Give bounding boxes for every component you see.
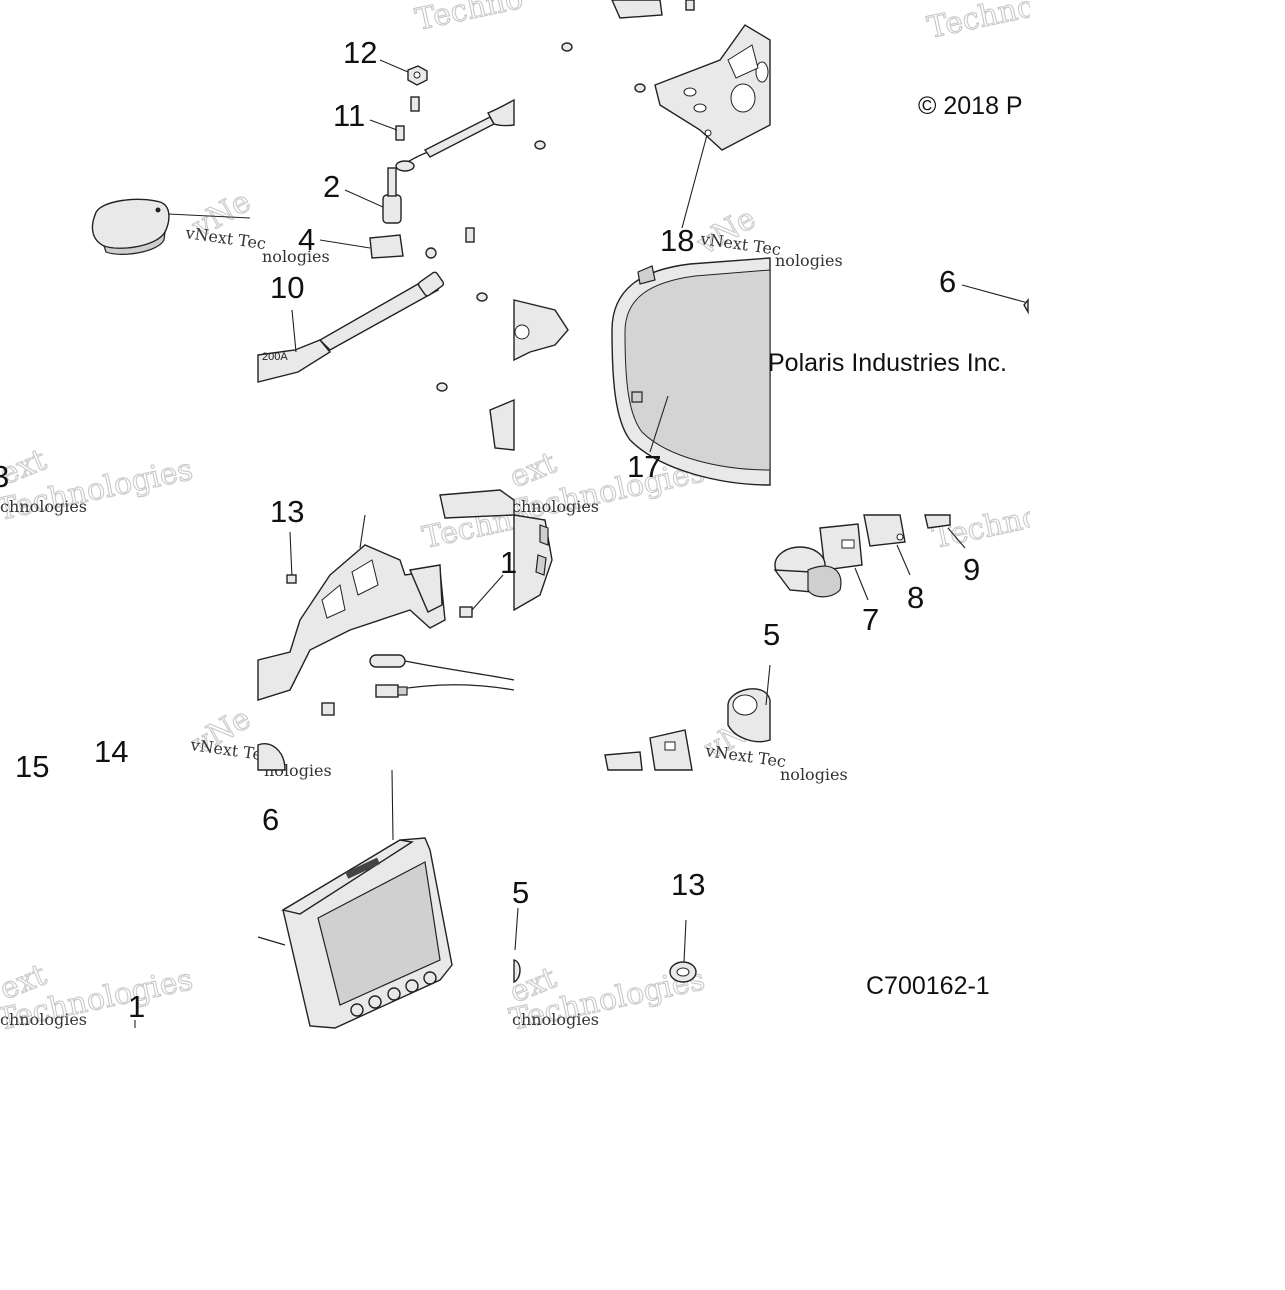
battery-cable: [395, 98, 515, 172]
callout-number: 7: [862, 602, 879, 637]
part-stub: [1023, 298, 1029, 315]
callout-number: 18: [660, 223, 694, 258]
callout-number: 2: [323, 169, 340, 204]
callout-number: 6: [939, 264, 956, 299]
key-switch: [773, 546, 842, 598]
display-buttons: [350, 971, 437, 1017]
callout-number: 5: [512, 875, 529, 910]
copyright-line-2: Polaris Industries Inc.: [768, 349, 1007, 377]
switch-pair: [604, 729, 693, 771]
callout-number: 1: [500, 545, 517, 580]
watermark-caption: chnologies: [0, 497, 87, 516]
rocker-switches: [819, 514, 966, 601]
power-outlet: [727, 664, 771, 743]
watermark-caption: nologies: [262, 247, 330, 266]
copyright-line-1: © 2018 P: [918, 92, 1023, 120]
callout-number: 6: [262, 802, 279, 837]
watermark-caption: vNext Tec: [183, 223, 267, 253]
display-unit: [257, 769, 453, 1029]
callout-labels: 12 11 2 4 10 18 6 17 3 13 1 5 7 8 9 15 1…: [0, 35, 980, 1024]
cover-part: [91, 198, 251, 255]
callout-number: 3: [0, 459, 9, 494]
watermark-caption: nologies: [775, 251, 843, 270]
callout-number: 17: [627, 449, 661, 484]
figure-code: C700162-1: [866, 972, 990, 1000]
bushing-13: [669, 919, 697, 983]
callout-number: 8: [907, 580, 924, 615]
callout-number: 4: [298, 222, 315, 257]
callout-number: 5: [763, 617, 780, 652]
callout-number: 11: [333, 98, 365, 133]
small-parts: [134, 743, 521, 1028]
callout-number: 1: [128, 989, 145, 1024]
watermark-text: Techno: [929, 499, 1043, 556]
cluster-side: [513, 514, 553, 612]
watermark-caption: chnologies: [0, 1010, 87, 1029]
callout-number: 13: [671, 867, 705, 902]
leader-line: [961, 284, 1029, 304]
leader-line: [167, 213, 251, 219]
watermark-caption: nologies: [780, 765, 848, 784]
cable-label: 200A: [262, 351, 288, 363]
battery-cable-10: 200A: [257, 271, 569, 451]
blank-margin-bottom: [0, 1032, 1285, 1285]
callout-number: 10: [270, 270, 304, 305]
callout-number: 13: [270, 494, 304, 529]
wire-harness: [369, 654, 515, 698]
callout-number: 15: [15, 749, 49, 784]
callout-number: 9: [963, 552, 980, 587]
callout-number: 12: [343, 35, 377, 70]
watermark-caption: chnologies: [512, 497, 599, 516]
watermark-text: Techno: [412, 0, 526, 38]
callout-number: 14: [94, 734, 128, 769]
terminal-hardware: [319, 59, 475, 259]
watermark-caption: chnologies: [512, 1010, 599, 1029]
mounting-bracket: [534, 0, 771, 229]
cluster-bracket: [257, 489, 515, 716]
instrument-cluster: [611, 257, 771, 486]
